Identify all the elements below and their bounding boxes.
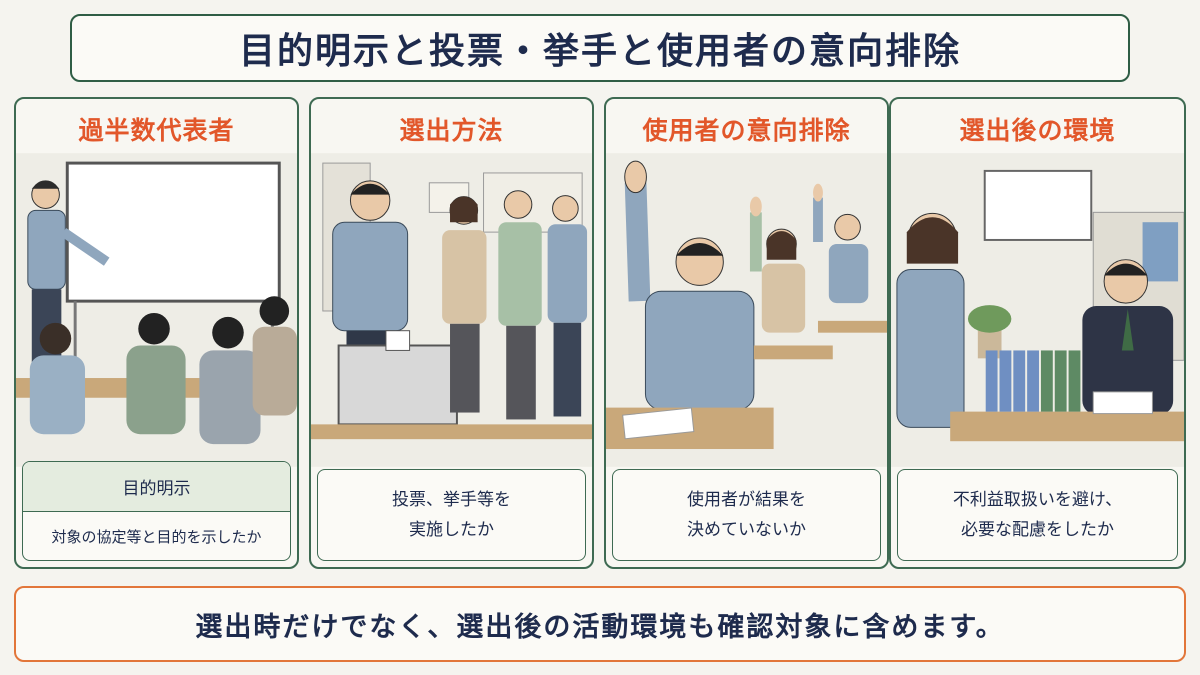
- title-banner: 目的明示と投票・挙手と使用者の意向排除: [70, 14, 1130, 82]
- panel-heading: 過半数代表者: [78, 116, 235, 145]
- panel-heading: 選出方法: [399, 116, 504, 145]
- caption-environment: 不利益取扱いを避け、 必要な配慮をしたか: [897, 469, 1178, 561]
- caption-method: 投票、挙手等を 実施したか: [317, 469, 586, 561]
- caption-bottom: 対象の協定等と目的を示したか: [51, 527, 262, 546]
- panel-selection-method: 選出方法 投票、挙: [309, 97, 594, 569]
- illustration-meeting-whiteboard: [16, 151, 297, 469]
- caption-intent: 使用者が結果を 決めていないか: [612, 469, 881, 561]
- caption-purpose: 目的明示 対象の協定等と目的を示したか: [22, 461, 291, 561]
- panel-majority-representative: 過半数代表者 目的明示 対象の協定等と目的を示したか: [14, 97, 299, 569]
- footer-text: 選出時だけでなく、選出後の活動環境も確認対象に含めます。: [195, 611, 1005, 643]
- panel-post-selection-environment: 選出後の環境: [889, 97, 1186, 569]
- footer-note: 選出時だけでなく、選出後の活動環境も確認対象に含めます。: [14, 586, 1186, 662]
- caption-line: 投票、挙手等を: [392, 490, 511, 510]
- panel-heading: 使用者の意向排除: [642, 116, 851, 145]
- caption-line: 使用者が結果を: [687, 490, 806, 510]
- caption-top: 目的明示: [23, 462, 290, 512]
- page-title: 目的明示と投票・挙手と使用者の意向排除: [238, 31, 961, 72]
- illustration-raised-hands: [606, 151, 887, 469]
- caption-line: 必要な配慮をしたか: [961, 520, 1114, 540]
- illustration-office-meeting: [891, 151, 1184, 469]
- panel-heading: 選出後の環境: [959, 116, 1116, 145]
- caption-line: 決めていないか: [687, 520, 806, 540]
- caption-line: 実施したか: [409, 520, 494, 540]
- panel-exclude-employer-intent: 使用者の意向排除 使用者が結果を 決め: [604, 97, 889, 569]
- illustration-ballot-box: [311, 151, 592, 469]
- caption-line: 不利益取扱いを避け、: [952, 490, 1123, 510]
